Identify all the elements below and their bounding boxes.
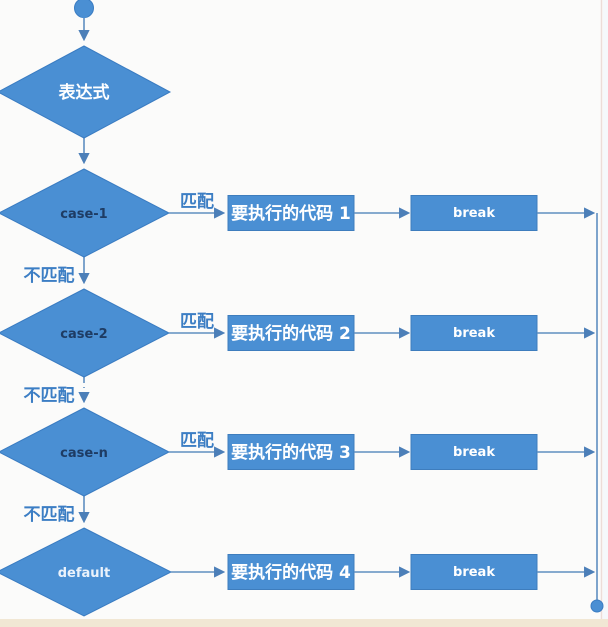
case-node-label: case-n bbox=[60, 446, 108, 461]
break-box bbox=[410, 554, 538, 590]
match-label: 匹配 bbox=[180, 192, 214, 212]
code-box-label: 要执行的代码 2 bbox=[231, 323, 351, 344]
no-match-label: 不匹配 bbox=[24, 266, 75, 286]
match-label: 匹配 bbox=[180, 431, 214, 451]
code-box bbox=[227, 434, 355, 470]
default-node-label: default bbox=[58, 566, 110, 581]
break-box bbox=[410, 315, 538, 351]
code-box bbox=[227, 554, 355, 590]
match-label: 匹配 bbox=[180, 312, 214, 332]
break-box bbox=[410, 195, 538, 231]
break-box-label: break bbox=[453, 565, 495, 580]
right-edge-band bbox=[603, 0, 608, 627]
no-match-label: 不匹配 bbox=[24, 505, 75, 525]
case-node-label: case-2 bbox=[60, 327, 107, 342]
expression-label: 表达式 bbox=[59, 82, 110, 103]
case-node-label: case-1 bbox=[60, 207, 107, 222]
case-node bbox=[0, 407, 171, 497]
default-node bbox=[0, 527, 173, 617]
footer-strip bbox=[0, 619, 608, 627]
case-node bbox=[0, 288, 171, 378]
end-terminator bbox=[590, 599, 604, 613]
break-box-label: break bbox=[453, 445, 495, 460]
expression-node bbox=[0, 45, 172, 139]
break-box-label: break bbox=[453, 326, 495, 341]
start-terminator-tail bbox=[78, 14, 90, 18]
code-box-label: 要执行的代码 1 bbox=[231, 203, 351, 224]
code-box-label: 要执行的代码 4 bbox=[231, 562, 351, 583]
code-box bbox=[227, 195, 355, 231]
no-match-label: 不匹配 bbox=[24, 386, 75, 406]
code-box-label: 要执行的代码 3 bbox=[231, 442, 351, 463]
break-box-label: break bbox=[453, 206, 495, 221]
case-node bbox=[0, 168, 171, 258]
